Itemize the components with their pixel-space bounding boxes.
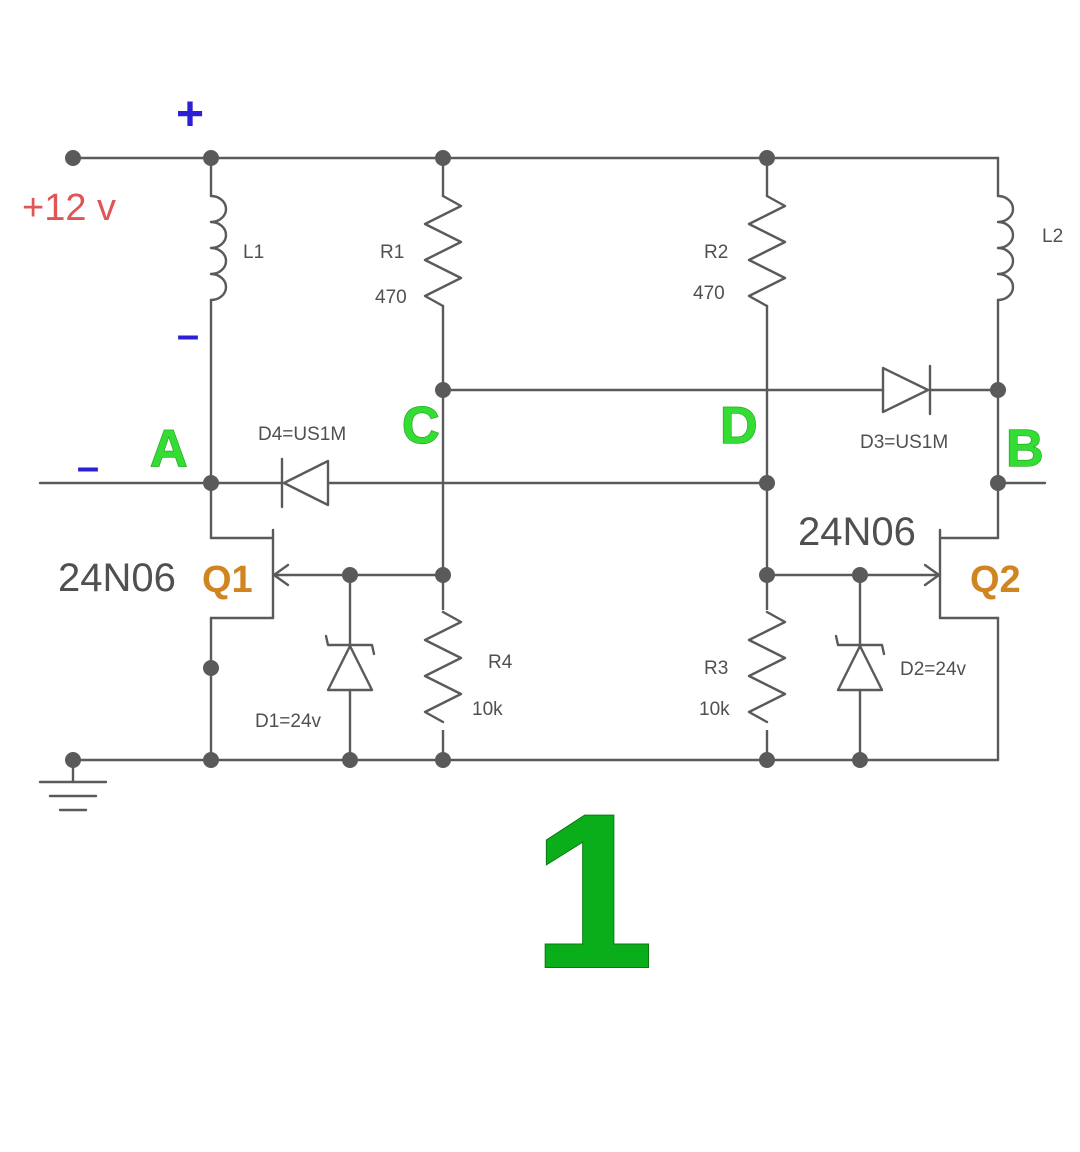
r2-name-label: R2	[704, 242, 728, 263]
node-b-label: B	[1006, 420, 1044, 478]
figure-number: 1	[532, 768, 654, 1014]
r4-value-label: 10k	[472, 699, 503, 720]
supply-plus-sign: +	[176, 88, 204, 141]
node-a-label: A	[150, 420, 188, 478]
resistor-r4	[420, 610, 466, 730]
d2-label: D2=24v	[900, 659, 967, 680]
supply-voltage-label: +12 v	[22, 187, 116, 229]
node-d-label: D	[720, 397, 758, 455]
zener-diode-d1	[324, 573, 376, 762]
l2-label: L2	[1042, 226, 1063, 247]
r4-name-label: R4	[488, 652, 513, 673]
diode-d3	[881, 364, 932, 416]
q1-part-label: 24N06	[58, 556, 176, 600]
d1-label: D1=24v	[255, 711, 322, 732]
q2-part-label: 24N06	[798, 510, 916, 554]
r1-value-label: 470	[375, 287, 407, 308]
zener-diode-d2	[834, 573, 886, 762]
q1-name-label: Q1	[202, 559, 253, 601]
node-c-label: C	[402, 397, 440, 455]
l1-label: L1	[243, 242, 264, 263]
transistor-q2	[765, 528, 1000, 762]
resistor-r3	[744, 610, 790, 730]
inductor-minus-sign: –	[177, 313, 199, 357]
q2-name-label: Q2	[970, 559, 1021, 601]
d3-label: D3=US1M	[860, 432, 948, 453]
r1-name-label: R1	[380, 242, 404, 263]
r3-value-label: 10k	[699, 699, 730, 720]
r2-value-label: 470	[693, 283, 725, 304]
d4-label: D4=US1M	[258, 424, 346, 445]
inductor-l2	[996, 156, 1015, 540]
output-minus-sign: –	[77, 445, 99, 489]
r3-name-label: R3	[704, 658, 728, 679]
diode-d4	[280, 457, 330, 509]
junction-dots	[65, 150, 1006, 768]
